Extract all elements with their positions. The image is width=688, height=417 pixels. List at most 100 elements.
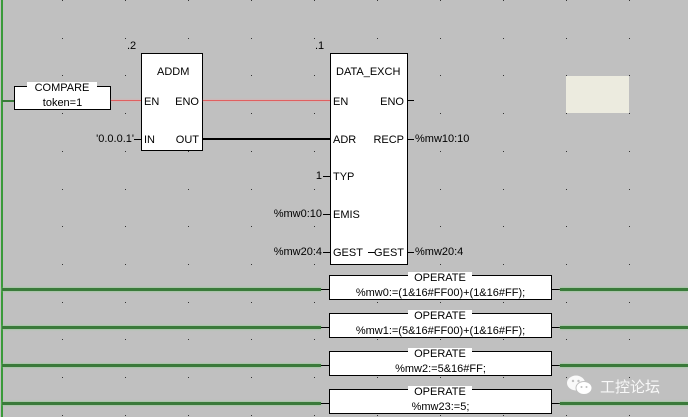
wire-compare-to-addm-en	[111, 100, 141, 101]
data-exch-pin-gest-in: GEST	[333, 247, 363, 259]
wire-stub-in	[321, 289, 329, 290]
grid-dot	[440, 339, 441, 340]
watermark-text: 工控论坛	[600, 379, 661, 396]
grid-dot	[503, 189, 504, 190]
data-exch-pin-emis: EMIS	[333, 209, 360, 221]
grid-dot	[377, 302, 378, 303]
data-exch-gest-out-value[interactable]: %mw20:4	[415, 246, 464, 258]
grid-dot	[503, 226, 504, 227]
addm-in-value[interactable]: '0.0.0.1'	[96, 133, 134, 145]
grid-dot	[314, 75, 315, 76]
grid-dot	[188, 415, 189, 416]
data-exch-block[interactable]: DATA_EXCH EN ENO ADR RECP TYP EMIS GEST …	[330, 53, 408, 265]
grid-dot	[251, 38, 252, 39]
addm-pin-eno: ENO	[175, 96, 199, 108]
compare-expression: token=1	[42, 97, 83, 109]
grid-dot	[251, 0, 252, 1]
grid-dot	[440, 226, 441, 227]
wire-stub-out	[552, 403, 560, 404]
data-exch-gest-in-value[interactable]: %mw20:4	[273, 246, 322, 258]
power-rail-right-segment	[560, 288, 688, 291]
wire-stub-out	[552, 289, 560, 290]
data-exch-emis-value[interactable]: %mw0:10	[273, 208, 322, 220]
grid-dot	[566, 264, 567, 265]
grid-dot	[62, 189, 63, 190]
grid-dot	[440, 151, 441, 152]
data-exch-pin-adr: ADR	[333, 134, 357, 146]
data-exch-pin-eno: ENO	[380, 96, 404, 108]
grid-dot	[251, 302, 252, 303]
addm-title: ADDM	[157, 66, 190, 78]
wire-stub-in	[321, 365, 329, 366]
operate-title: OPERATE	[408, 386, 472, 398]
grid-dot	[251, 377, 252, 378]
grid-dot	[62, 302, 63, 303]
grid-dot	[629, 226, 630, 227]
power-rail-right-segment	[560, 326, 688, 329]
grid-dot	[503, 38, 504, 39]
grid-dot	[314, 0, 315, 1]
grid-dot	[566, 151, 567, 152]
grid-dot	[251, 113, 252, 114]
wechat-icon	[566, 374, 594, 396]
grid-dot	[629, 75, 630, 76]
operate-block[interactable]: %mw23:=5;	[329, 389, 552, 414]
addm-block[interactable]: ADDM EN ENO IN OUT	[141, 53, 203, 151]
data-exch-typ-value[interactable]: 1	[315, 170, 322, 182]
grid-dot	[440, 377, 441, 378]
power-rail-left-segment	[2, 326, 321, 329]
grid-dot	[62, 339, 63, 340]
grid-dot	[314, 339, 315, 340]
grid-dot	[440, 415, 441, 416]
gest-passthrough-line	[368, 252, 375, 253]
grid-dot	[629, 0, 630, 1]
grid-dot	[188, 189, 189, 190]
grid-dot	[629, 113, 630, 114]
left-power-rail	[1, 0, 3, 417]
operate-expression: %mw23:=5;	[411, 401, 470, 413]
wire-addm-out-to-exch-adr	[203, 138, 330, 140]
data-exch-pin-gest-out: GEST	[374, 247, 404, 259]
operate-expression: %mw1:=(5&16#FF00)+(1&16#FF);	[355, 325, 526, 337]
grid-dot	[566, 339, 567, 340]
grid-dot	[188, 0, 189, 1]
wire-exch-gest-in-stub	[323, 252, 330, 253]
grid-dot	[566, 302, 567, 303]
wire-stub-out	[552, 327, 560, 328]
grid-dot	[629, 38, 630, 39]
addm-pin-in: IN	[144, 134, 155, 146]
power-rail-right-segment	[560, 364, 688, 367]
grid-dot	[188, 339, 189, 340]
grid-dot	[62, 264, 63, 265]
grid-dot	[440, 0, 441, 1]
wire-exch-gest-out-stub	[408, 252, 414, 253]
grid-dot	[440, 75, 441, 76]
grid-dot	[503, 339, 504, 340]
grid-dot	[62, 75, 63, 76]
grid-dot	[251, 226, 252, 227]
operate-expression: %mw2:=5&16#FF;	[395, 363, 486, 375]
grid-dot	[188, 302, 189, 303]
grid-dot	[503, 415, 504, 416]
grid-dot	[440, 264, 441, 265]
grid-dot	[629, 189, 630, 190]
grid-dot	[314, 38, 315, 39]
grid-dot	[125, 339, 126, 340]
grid-dot	[62, 0, 63, 1]
wire-stub-in	[321, 403, 329, 404]
wire-stub-in	[321, 327, 329, 328]
grid-dot	[188, 226, 189, 227]
wire-exch-eno-stub	[408, 100, 414, 101]
data-exch-recp-value[interactable]: %mw10:10	[415, 133, 470, 145]
wire-stub-out	[552, 365, 560, 366]
grid-dot	[314, 189, 315, 190]
wire-addm-in-stub	[134, 139, 141, 140]
grid-dot	[566, 377, 567, 378]
grid-dot	[440, 38, 441, 39]
operate-title: OPERATE	[408, 310, 472, 322]
grid-dot	[62, 38, 63, 39]
operate-title: OPERATE	[408, 348, 472, 360]
comment-box[interactable]	[566, 76, 629, 113]
grid-dot	[251, 75, 252, 76]
